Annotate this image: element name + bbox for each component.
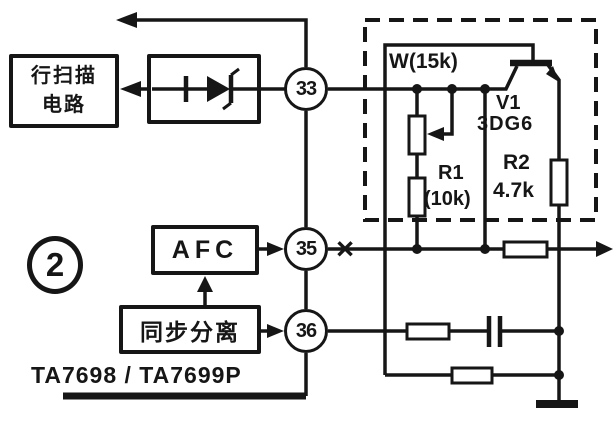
wire-feedback-top xyxy=(122,18,308,67)
resistor-r2-body xyxy=(549,158,569,207)
resistor-pin35-line xyxy=(502,240,549,259)
junction-dot xyxy=(554,370,564,380)
wire-emitter-ground xyxy=(546,63,561,400)
diode-icon xyxy=(152,67,259,111)
arrow-sync-to-afc xyxy=(197,276,213,292)
label-r2-value: 4.7k xyxy=(493,179,534,202)
label-r1-designator: R1 xyxy=(438,162,464,184)
pin-35: 35 xyxy=(284,227,328,271)
arrow-afc-to-pin35 xyxy=(267,242,284,256)
block-label-line1: 行扫描 xyxy=(31,65,97,87)
junction-dots xyxy=(412,84,564,380)
afc-label: AFC xyxy=(171,235,239,264)
pin-33-label: 33 xyxy=(295,77,317,100)
arrow-pin35-out xyxy=(596,241,613,257)
arrow-pot-wiper xyxy=(427,127,444,141)
pin-36: 36 xyxy=(284,309,328,353)
capacitor-icon xyxy=(486,316,503,347)
figure-number: 2 xyxy=(45,246,65,283)
label-r1-value: (10k) xyxy=(424,188,471,210)
wires xyxy=(63,18,606,400)
potentiometer-w-body xyxy=(407,114,427,156)
x-marker: × xyxy=(336,231,355,266)
label-v1-part: 3DG6 xyxy=(477,113,534,135)
block-horizontal-scan-circuit: 行扫描 电路 xyxy=(9,54,119,128)
junction-dot xyxy=(480,84,490,94)
resistor-pin36-line xyxy=(405,322,451,341)
junction-dot xyxy=(412,244,422,254)
arrow-sync-to-pin36 xyxy=(267,324,284,338)
arrowheads xyxy=(116,12,613,338)
emitter-arrow xyxy=(546,66,559,82)
block-afc: AFC xyxy=(151,225,259,275)
block-diode-shaper xyxy=(147,54,261,124)
junction-dot xyxy=(554,326,564,336)
pin-36-label: 36 xyxy=(295,319,317,342)
junction-dot xyxy=(412,84,422,94)
label-potentiometer-w: W(15k) xyxy=(389,50,458,73)
ic-caption: TA7698 / TA7699P xyxy=(31,362,242,388)
figure-number-badge: 2 xyxy=(27,236,83,294)
arrow-left-feedback xyxy=(116,12,137,28)
label-v1-designator: V1 xyxy=(496,92,521,114)
junction-dot xyxy=(447,84,457,94)
wire-base-feedback xyxy=(383,43,535,375)
wire-pin33-collector xyxy=(328,65,519,91)
resistor-r1-body xyxy=(407,176,427,218)
transistor-v1-icon xyxy=(510,59,559,82)
wire-pot-wiper xyxy=(434,89,454,136)
block-label-line2: 电路 xyxy=(42,94,86,116)
pin-33: 33 xyxy=(284,67,328,111)
label-r2-designator: R2 xyxy=(503,151,530,174)
junction-dot xyxy=(480,244,490,254)
sync-separator-label: 同步分离 xyxy=(140,318,240,345)
arrow-into-hscan xyxy=(120,81,141,97)
component-bodies xyxy=(405,114,569,385)
block-sync-separator: 同步分离 xyxy=(119,305,261,354)
pin-35-label: 35 xyxy=(295,237,317,260)
resistor-bottom-line xyxy=(450,366,494,385)
